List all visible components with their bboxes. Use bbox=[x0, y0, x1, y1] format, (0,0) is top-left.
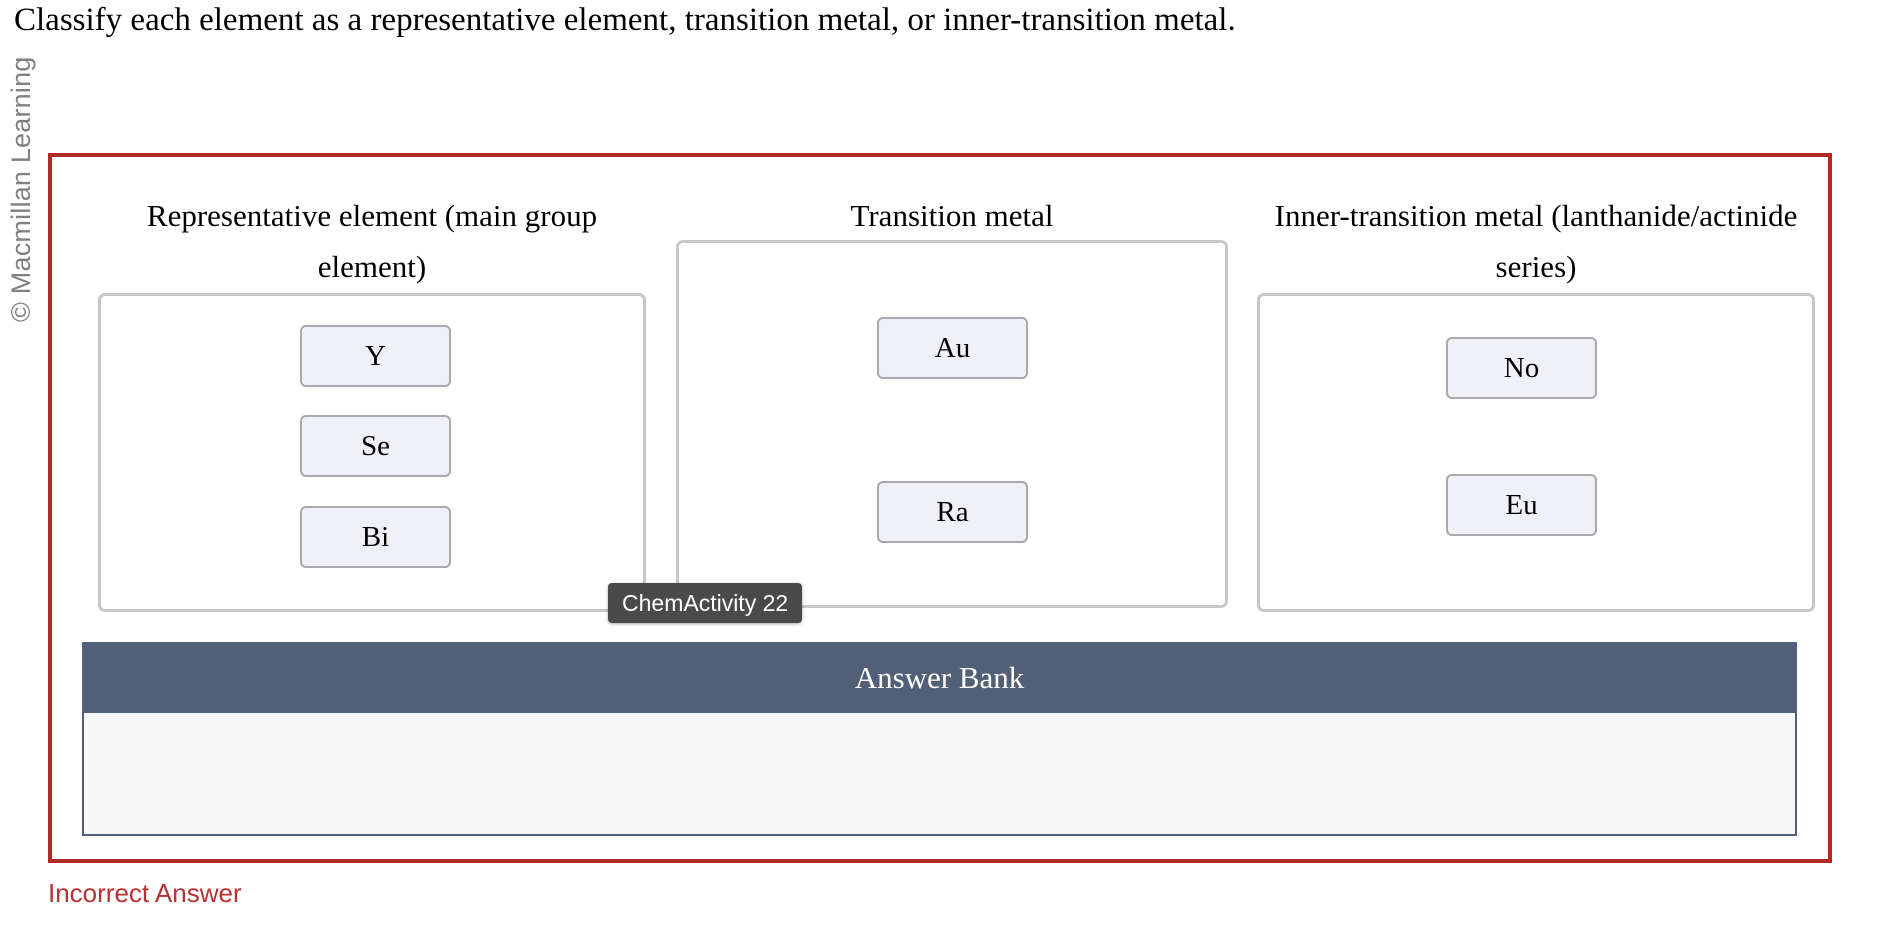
category-representative-element: Representative element (main group eleme… bbox=[98, 190, 646, 612]
element-tile[interactable]: Y bbox=[300, 325, 451, 387]
element-tile[interactable]: Au bbox=[877, 317, 1028, 379]
feedback-message: Incorrect Answer bbox=[48, 878, 242, 908]
element-tile[interactable]: Se bbox=[300, 415, 451, 477]
question-prompt: Classify each element as a representativ… bbox=[14, 2, 1236, 38]
element-tile[interactable]: Eu bbox=[1446, 474, 1597, 536]
category-title-representative-element: Representative element (main group eleme… bbox=[146, 198, 598, 284]
dropzone-transition-metal[interactable]: Au Ra bbox=[676, 240, 1228, 608]
answer-bank: Answer Bank bbox=[82, 642, 1797, 836]
category-transition-metal: Transition metal Au Ra bbox=[676, 190, 1228, 608]
result-frame bbox=[48, 153, 1832, 863]
category-title-inner-transition-metal: Inner-transition metal (lanthanide/actin… bbox=[1274, 198, 1798, 284]
answer-bank-title: Answer Bank bbox=[82, 642, 1797, 713]
element-tile[interactable]: Ra bbox=[877, 481, 1028, 543]
answer-bank-dropzone[interactable] bbox=[82, 713, 1797, 836]
dropzone-representative-element[interactable]: Y Se Bi bbox=[98, 293, 646, 612]
category-title-transition-metal: Transition metal bbox=[850, 198, 1054, 233]
chemactivity-tooltip: ChemActivity 22 bbox=[608, 583, 803, 623]
category-inner-transition-metal: Inner-transition metal (lanthanide/actin… bbox=[1257, 190, 1815, 612]
element-tile[interactable]: No bbox=[1446, 337, 1597, 399]
dropzone-inner-transition-metal[interactable]: No Eu bbox=[1257, 293, 1815, 612]
copyright-watermark: © Macmillan Learning bbox=[6, 56, 36, 322]
element-tile[interactable]: Bi bbox=[300, 506, 451, 568]
